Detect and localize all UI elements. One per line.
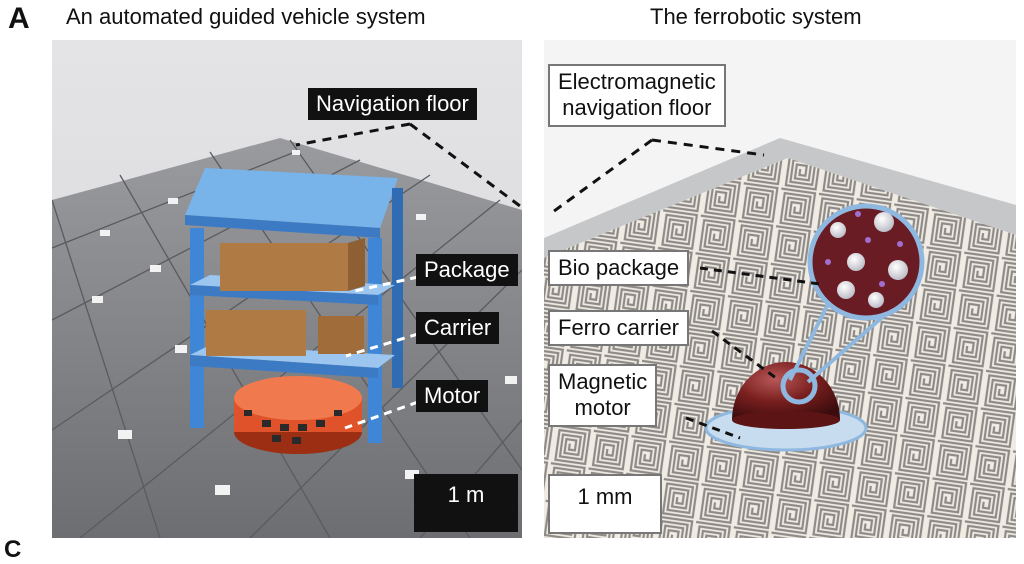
label-bio-package: Bio package bbox=[548, 250, 690, 287]
scale-label-left: 1 m bbox=[447, 482, 485, 507]
package bbox=[206, 238, 365, 356]
motor bbox=[234, 376, 362, 454]
label-motor-line2: motor bbox=[574, 395, 631, 421]
scale-box-right: 1 mm bbox=[548, 474, 662, 534]
left-panel-title: An automated guided vehicle system bbox=[66, 4, 426, 29]
scale-label-right: 1 mm bbox=[577, 484, 633, 509]
label-carrier: Carrier bbox=[416, 312, 500, 345]
label-motor-line1: Magnetic bbox=[558, 369, 648, 394]
label-package: Package bbox=[416, 254, 518, 287]
label-ferro-carrier: Ferro carrier bbox=[548, 310, 690, 347]
agv-scene bbox=[52, 40, 522, 538]
label-electromagnetic-navigation-floor: Electromagnetic navigation floor bbox=[548, 64, 726, 127]
label-floor-line2: navigation floor bbox=[562, 95, 712, 121]
label-motor: Motor bbox=[416, 380, 489, 413]
panel-letter: A bbox=[8, 2, 30, 35]
label-navigation-floor: Navigation floor bbox=[308, 88, 477, 121]
right-panel-title: The ferrobotic system bbox=[650, 4, 862, 29]
scale-box-left: 1 m bbox=[414, 474, 518, 532]
bio-package bbox=[807, 203, 925, 321]
next-panel-letter: C bbox=[4, 536, 22, 563]
label-floor-line1: Electromagnetic bbox=[558, 69, 716, 94]
label-magnetic-motor: Magnetic motor bbox=[548, 364, 658, 427]
